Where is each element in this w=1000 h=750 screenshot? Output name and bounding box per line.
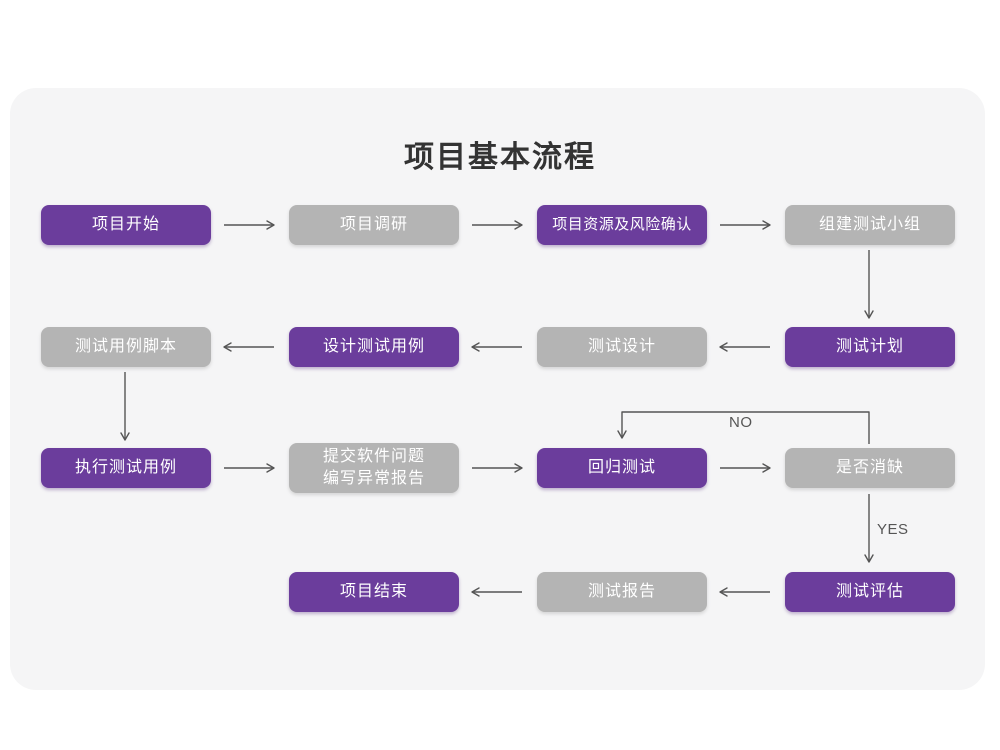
node-design-test-case[interactable]: 设计测试用例 xyxy=(289,327,459,367)
node-resource-risk-confirm[interactable]: 项目资源及风险确认 xyxy=(537,205,707,245)
node-project-research[interactable]: 项目调研 xyxy=(289,205,459,245)
node-project-start[interactable]: 项目开始 xyxy=(41,205,211,245)
node-project-end[interactable]: 项目结束 xyxy=(289,572,459,612)
node-test-plan[interactable]: 测试计划 xyxy=(785,327,955,367)
node-build-test-team[interactable]: 组建测试小组 xyxy=(785,205,955,245)
node-defect-cleared[interactable]: 是否消缺 xyxy=(785,448,955,488)
page-title: 项目基本流程 xyxy=(404,141,596,174)
node-test-design[interactable]: 测试设计 xyxy=(537,327,707,367)
node-submit-issue-report[interactable]: 提交软件问题 编写异常报告 xyxy=(289,443,459,493)
edge-label-no: NO xyxy=(729,414,753,431)
node-test-report[interactable]: 测试报告 xyxy=(537,572,707,612)
node-execute-test-case[interactable]: 执行测试用例 xyxy=(41,448,211,488)
node-regression-test[interactable]: 回归测试 xyxy=(537,448,707,488)
node-test-evaluation[interactable]: 测试评估 xyxy=(785,572,955,612)
node-test-case-script[interactable]: 测试用例脚本 xyxy=(41,327,211,367)
edge-label-yes: YES xyxy=(877,521,909,538)
